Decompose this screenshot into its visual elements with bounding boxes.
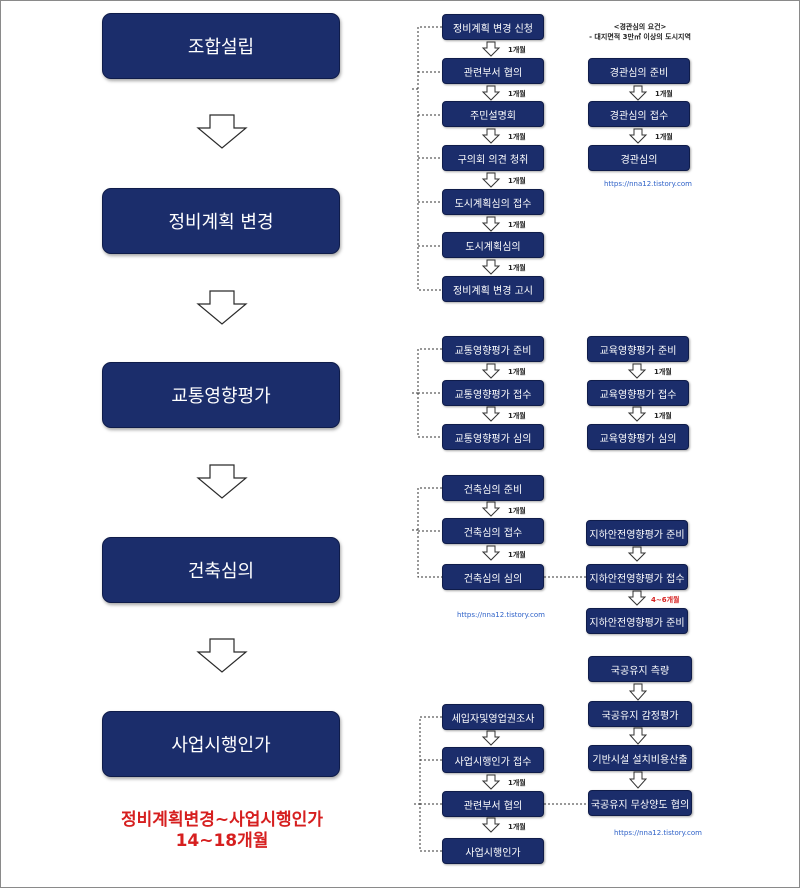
down-arrow-icon: [196, 638, 248, 673]
plan-change-step: 정비계획 변경 신청: [442, 14, 544, 40]
public-land-step: 기반시설 설치비용산출: [588, 745, 692, 771]
underground-step: 지하안전영향평가 준비: [586, 608, 688, 634]
architecture-step: 건축심의 심의: [442, 564, 544, 590]
duration-label: 1개월: [655, 133, 673, 141]
public-land-step: 국공유지 무상양도 협의: [588, 790, 692, 816]
plan-change-step: 정비계획 변경 고시: [442, 276, 544, 302]
duration-label: 1개월: [508, 133, 526, 141]
architecture-step: 건축심의 준비: [442, 475, 544, 501]
duration-label: 1개월: [508, 177, 526, 185]
plan-change-step: 도시계획심의 접수: [442, 189, 544, 215]
underground-step: 지하안전영향평가 준비: [586, 520, 688, 546]
main-step-project-approval: 사업시행인가: [102, 711, 340, 777]
main-step-architecture-review: 건축심의: [102, 537, 340, 603]
duration-label: 1개월: [508, 412, 526, 420]
duration-label: 1개월: [508, 368, 526, 376]
traffic-step: 교통영향평가 준비: [442, 336, 544, 362]
approval-step: 사업시행인가 접수: [442, 747, 544, 773]
public-land-step: 국공유지 감정평가: [588, 701, 692, 727]
source-url: https://nna12.tistory.com: [457, 611, 545, 619]
summary-text: 정비계획변경~사업시행인가 14~18개월: [60, 810, 384, 852]
duration-label: 1개월: [654, 368, 672, 376]
education-step: 교육영향평가 심의: [587, 424, 689, 450]
plan-change-step: 주민설명회: [442, 101, 544, 127]
duration-label: 1개월: [655, 90, 673, 98]
duration-label: 1개월: [654, 412, 672, 420]
duration-label: 1개월: [508, 551, 526, 559]
summary-line-2: 14~18개월: [175, 831, 269, 851]
plan-change-step: 구의회 의견 청취: [442, 145, 544, 171]
note-body: - 대지면적 3만㎡ 이상의 도시지역: [589, 33, 691, 41]
duration-label: 1개월: [508, 90, 526, 98]
plan-change-step: 도시계획심의: [442, 232, 544, 258]
down-arrow-icon: [196, 290, 248, 325]
duration-label: 1개월: [508, 221, 526, 229]
down-arrow-icon: [196, 114, 248, 149]
education-step: 교육영향평가 준비: [587, 336, 689, 362]
main-step-plan-change: 정비계획 변경: [102, 188, 340, 254]
summary-line-1: 정비계획변경~사업시행인가: [121, 810, 323, 830]
landscape-step: 경관심의: [588, 145, 690, 171]
education-step: 교육영향평가 접수: [587, 380, 689, 406]
source-url: https://nna12.tistory.com: [614, 829, 702, 837]
approval-step: 사업시행인가: [442, 838, 544, 864]
down-arrow-icon: [196, 464, 248, 499]
plan-change-step: 관련부서 협의: [442, 58, 544, 84]
landscape-step: 경관심의 준비: [588, 58, 690, 84]
public-land-step: 국공유지 측량: [588, 656, 692, 682]
underground-step: 지하안전영향평가 접수: [586, 564, 688, 590]
duration-label: 1개월: [508, 779, 526, 787]
landscape-step: 경관심의 접수: [588, 101, 690, 127]
main-step-association: 조합설립: [102, 13, 340, 79]
duration-label: 4~6개월: [651, 596, 680, 604]
duration-label: 1개월: [508, 264, 526, 272]
traffic-step: 교통영향평가 심의: [442, 424, 544, 450]
source-url: https://nna12.tistory.com: [604, 180, 692, 188]
approval-step: 세입자및영업권조사: [442, 704, 544, 730]
architecture-step: 건축심의 접수: [442, 518, 544, 544]
main-step-traffic-assessment: 교통영향평가: [102, 362, 340, 428]
duration-label: 1개월: [508, 823, 526, 831]
traffic-step: 교통영향평가 접수: [442, 380, 544, 406]
duration-label: 1개월: [508, 46, 526, 54]
duration-label: 1개월: [508, 507, 526, 515]
approval-step: 관련부서 협의: [442, 791, 544, 817]
landscape-requirement-note: <경관심의 요건> - 대지면적 3만㎡ 이상의 도시지역: [560, 22, 720, 42]
note-title: <경관심의 요건>: [613, 23, 667, 31]
